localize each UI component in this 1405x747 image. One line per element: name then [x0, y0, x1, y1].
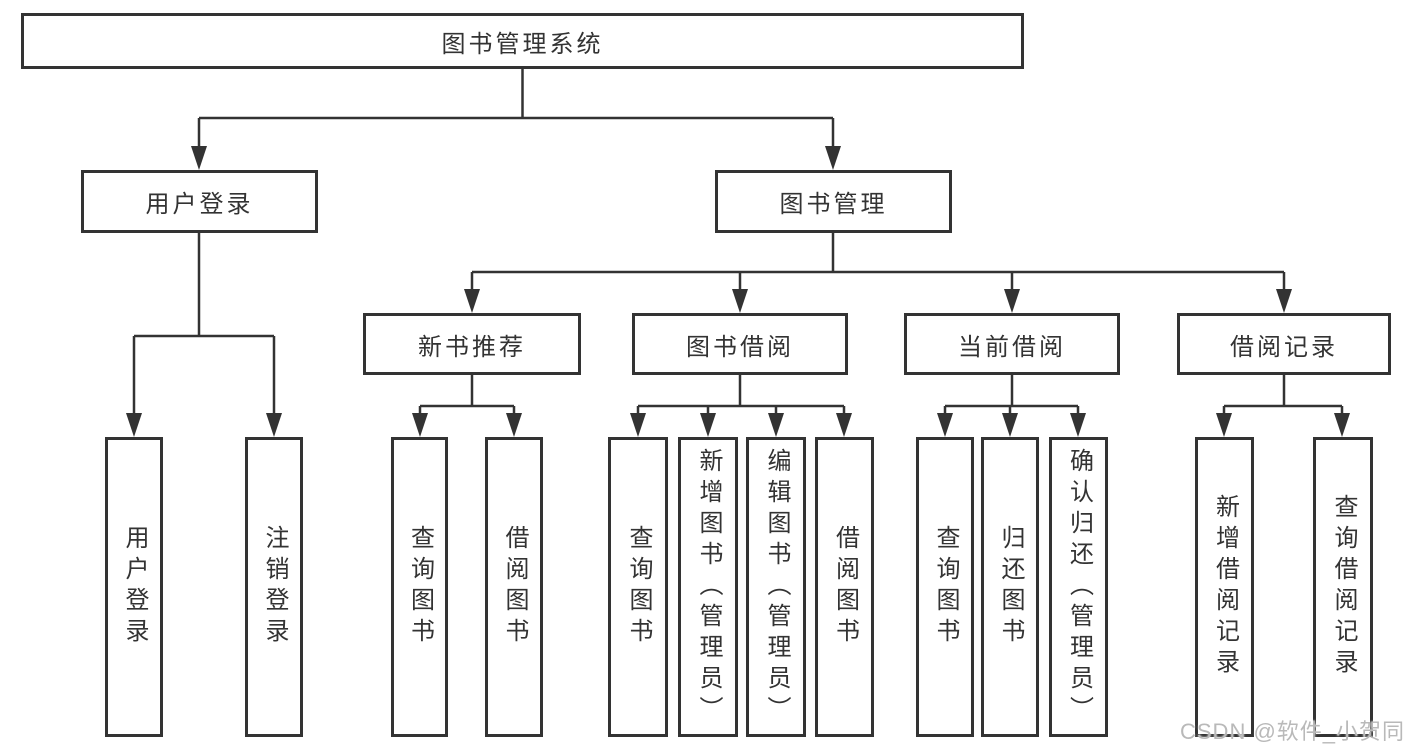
node-query-books-recommend: 查询图书 — [391, 437, 448, 737]
node-edit-book-admin: 编辑图书（管理员） — [746, 437, 806, 737]
leaf-label: 查询图书 — [625, 525, 652, 649]
arrowhead-icon — [191, 146, 207, 170]
leaf-label: 借阅图书 — [501, 525, 528, 649]
arrowhead-icon — [1334, 413, 1350, 437]
arrowhead-icon — [700, 413, 716, 437]
arrowhead-icon — [464, 289, 480, 313]
arrowhead-icon — [1002, 413, 1018, 437]
node-current-borrow: 当前借阅 — [904, 313, 1120, 375]
leaf-label: 注销登录 — [261, 525, 288, 649]
arrowhead-icon — [266, 413, 282, 437]
leaf-label: 查询图书 — [932, 525, 959, 649]
connector-borrow-to-leaves — [636, 375, 846, 415]
connector-root-to-level2 — [197, 69, 835, 148]
node-user-login-leaf: 用户登录 — [105, 437, 163, 737]
leaf-label: 归还图书 — [997, 525, 1024, 649]
node-user-login: 用户登录 — [81, 170, 318, 233]
connector-recommend-to-leaves — [418, 375, 516, 415]
connector-management-to-level3 — [470, 233, 1286, 291]
arrowhead-icon — [768, 413, 784, 437]
node-borrow-books-leaf: 借阅图书 — [815, 437, 874, 737]
leaf-label: 编辑图书（管理员） — [763, 447, 790, 727]
node-book-management: 图书管理 — [715, 170, 952, 233]
node-logout-leaf: 注销登录 — [245, 437, 303, 737]
arrowhead-icon — [506, 413, 522, 437]
arrowhead-icon — [1216, 413, 1232, 437]
node-new-book-recommend: 新书推荐 — [363, 313, 581, 375]
leaf-label: 确认归还（管理员） — [1065, 447, 1093, 727]
arrowhead-icon — [1070, 413, 1086, 437]
node-return-books: 归还图书 — [981, 437, 1039, 737]
node-add-book-admin: 新增图书（管理员） — [678, 437, 738, 737]
arrowhead-icon — [1004, 289, 1020, 313]
arrowhead-icon — [1276, 289, 1292, 313]
watermark: CSDN @软件_小贺同学 — [1180, 719, 1405, 744]
arrow-heads — [126, 146, 1350, 437]
arrowhead-icon — [836, 413, 852, 437]
leaf-label: 查询图书 — [406, 525, 434, 649]
connector-current-to-leaves — [943, 375, 1080, 415]
arrowhead-icon — [126, 413, 142, 437]
node-borrow-books-recommend: 借阅图书 — [485, 437, 543, 737]
node-query-books-borrow: 查询图书 — [608, 437, 668, 737]
leaf-label: 借阅图书 — [831, 525, 859, 649]
node-library-management-system: 图书管理系统 — [21, 13, 1024, 69]
arrowhead-icon — [732, 289, 748, 313]
connector-records-to-leaves — [1222, 375, 1344, 415]
node-query-borrow-record: 查询借阅记录 — [1313, 437, 1373, 737]
arrowhead-icon — [825, 146, 841, 170]
arrowhead-icon — [630, 413, 646, 437]
node-confirm-return-admin: 确认归还（管理员） — [1049, 437, 1108, 737]
node-query-books-current: 查询图书 — [916, 437, 974, 737]
leaf-label: 用户登录 — [121, 525, 148, 649]
node-borrow-records: 借阅记录 — [1177, 313, 1391, 375]
arrowhead-icon — [412, 413, 428, 437]
node-add-borrow-record: 新增借阅记录 — [1195, 437, 1254, 737]
leaf-label: 查询借阅记录 — [1330, 494, 1357, 680]
node-book-borrow: 图书借阅 — [632, 313, 848, 375]
leaf-label: 新增借阅记录 — [1211, 494, 1239, 680]
arrowhead-icon — [937, 413, 953, 437]
connector-login-to-leaves — [132, 233, 276, 415]
leaf-label: 新增图书（管理员） — [695, 447, 722, 727]
